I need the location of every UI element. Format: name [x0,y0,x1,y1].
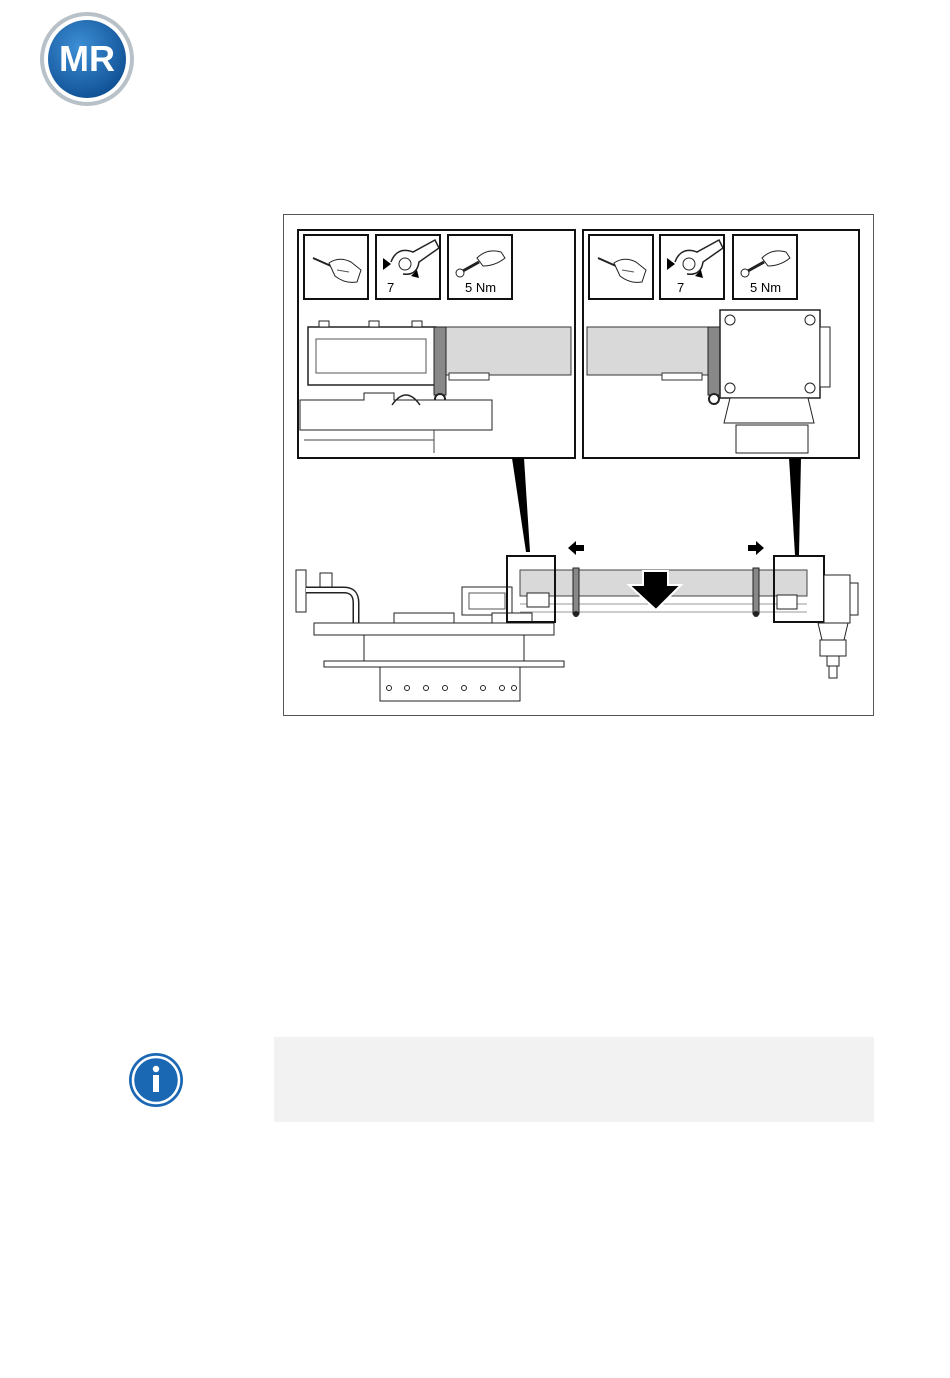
wrench-size-label: 7 [387,280,394,295]
wrench-7-icon: 7 [375,234,441,300]
screwdriver-hand-icon [588,234,654,300]
torque-label: 5 Nm [465,280,496,295]
logo-text: MR [59,38,115,79]
torque-wrench-icon: 5 Nm [732,234,798,300]
info-note-box [274,1037,874,1122]
torque-wrench-icon: 5 Nm [447,234,513,300]
info-icon [128,1052,184,1108]
arrow-right-icon [748,541,764,555]
arrow-left-icon [568,541,584,555]
screwdriver-hand-icon [303,234,369,300]
mr-logo: MR [38,10,136,108]
installation-figure: 7 5 Nm 7 5 Nm [283,214,874,716]
wrench-size-label: 7 [677,280,684,295]
torque-label: 5 Nm [750,280,781,295]
wrench-7-icon: 7 [659,234,725,300]
